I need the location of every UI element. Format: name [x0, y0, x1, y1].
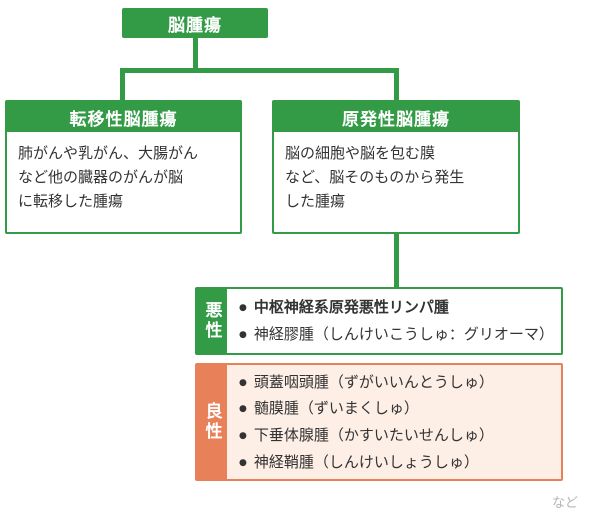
node-primary-brain-tumor: 原発性脳腫瘍 脳の細胞や脳を包む膜 など、脳そのものから発生 した腫瘍	[272, 100, 520, 234]
group-benign: 良性 頭蓋咽頭腫（ずがいいんとうしゅ） 髄膜腫（ずいまくしゅ） 下垂体腺腫（かす…	[195, 363, 563, 481]
connector-left-vertical	[120, 68, 125, 104]
connector-right-vertical	[394, 68, 399, 104]
malignant-label-text: 悪性	[201, 301, 222, 341]
primary-title: 原発性脳腫瘍	[274, 102, 518, 132]
list-item: 中枢神経系原発悪性リンパ腫	[239, 294, 554, 321]
list-item: 髄膜腫（ずいまくしゅ）	[239, 395, 549, 422]
malignant-label: 悪性	[197, 289, 227, 353]
etc-note: など	[551, 496, 578, 511]
malignant-list: 中枢神経系原発悪性リンパ腫 神経膠腫（しんけいこうしゅ：グリオーマ）	[227, 289, 561, 353]
node-brain-tumor: 脳腫瘍	[122, 8, 268, 38]
list-item: 神経膠腫（しんけいこうしゅ：グリオーマ）	[239, 321, 554, 348]
connector-primary-down	[394, 232, 399, 290]
metastatic-description: 肺がんや乳がん、大腸がん など他の臓器のがんが脳 に転移した腫瘍	[18, 144, 199, 210]
list-item: 神経鞘腫（しんけいしょうしゅ）	[239, 449, 549, 476]
metastatic-title: 転移性脳腫瘍	[7, 102, 240, 132]
node-brain-tumor-label: 脳腫瘍	[168, 15, 222, 36]
benign-list: 頭蓋咽頭腫（ずがいいんとうしゅ） 髄膜腫（ずいまくしゅ） 下垂体腺腫（かすいたい…	[227, 365, 561, 479]
list-item: 下垂体腺腫（かすいたいせんしゅ）	[239, 422, 549, 449]
list-item: 頭蓋咽頭腫（ずがいいんとうしゅ）	[239, 369, 549, 396]
connector-root-vertical	[193, 36, 198, 72]
connector-horizontal	[120, 68, 399, 73]
benign-label: 良性	[197, 365, 227, 479]
node-metastatic-brain-tumor: 転移性脳腫瘍 肺がんや乳がん、大腸がん など他の臓器のがんが脳 に転移した腫瘍	[5, 100, 242, 234]
benign-label-text: 良性	[201, 402, 222, 442]
primary-description: 脳の細胞や脳を包む膜 など、脳そのものから発生 した腫瘍	[285, 144, 465, 210]
group-malignant: 悪性 中枢神経系原発悪性リンパ腫 神経膠腫（しんけいこうしゅ：グリオーマ）	[195, 287, 563, 355]
